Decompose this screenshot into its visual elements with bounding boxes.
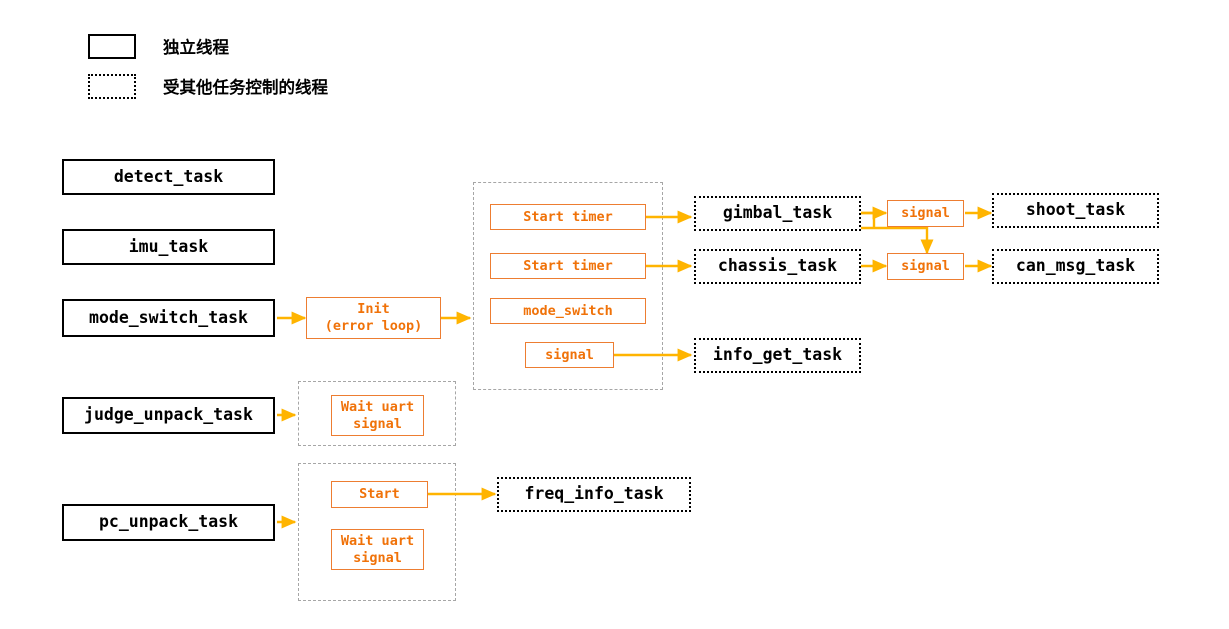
node-pc-unpack-task[interactable]: pc_unpack_task bbox=[62, 504, 275, 541]
arrow-gimbal-task-to-signal-can bbox=[861, 226, 934, 255]
node-chassis-task[interactable]: chassis_task bbox=[694, 249, 861, 284]
group-pc-unpack-wait bbox=[298, 463, 456, 601]
node-imu-task[interactable]: imu_task bbox=[62, 229, 275, 265]
node-start-timer-chassis[interactable]: Start timer bbox=[490, 253, 646, 279]
node-detect-task[interactable]: detect_task bbox=[62, 159, 275, 195]
node-wait-uart-signal-judge[interactable]: Wait uart signal bbox=[331, 395, 424, 436]
node-judge-unpack-task[interactable]: judge_unpack_task bbox=[62, 397, 275, 434]
legend-label-solid-thread: 独立线程 bbox=[163, 38, 229, 57]
node-freq-info-task[interactable]: freq_info_task bbox=[497, 477, 691, 512]
node-init-error-loop[interactable]: Init (error loop) bbox=[306, 297, 441, 339]
legend-swatch-dotted-thread bbox=[88, 74, 136, 99]
group-judge-unpack-wait bbox=[298, 381, 456, 446]
legend-swatch-solid-thread bbox=[88, 34, 136, 59]
legend-label-dotted-thread: 受其他任务控制的线程 bbox=[163, 78, 328, 97]
node-gimbal-task[interactable]: gimbal_task bbox=[694, 196, 861, 231]
node-can-msg-task[interactable]: can_msg_task bbox=[992, 249, 1159, 284]
node-start-timer-gimbal[interactable]: Start timer bbox=[490, 204, 646, 230]
node-start-pc[interactable]: Start bbox=[331, 481, 428, 508]
node-signal-can-msg[interactable]: signal bbox=[887, 253, 964, 280]
node-shoot-task[interactable]: shoot_task bbox=[992, 193, 1159, 228]
node-info-get-task[interactable]: info_get_task bbox=[694, 338, 861, 373]
node-mode-switch[interactable]: mode_switch bbox=[490, 298, 646, 324]
group-init-dispatch bbox=[473, 182, 663, 390]
node-mode-switch-task[interactable]: mode_switch_task bbox=[62, 299, 275, 337]
node-signal-shoot[interactable]: signal bbox=[887, 200, 964, 227]
node-wait-uart-signal-pc[interactable]: Wait uart signal bbox=[331, 529, 424, 570]
node-signal-info-get[interactable]: signal bbox=[525, 342, 614, 368]
arrow-gimbal-branch-stem bbox=[861, 211, 876, 228]
